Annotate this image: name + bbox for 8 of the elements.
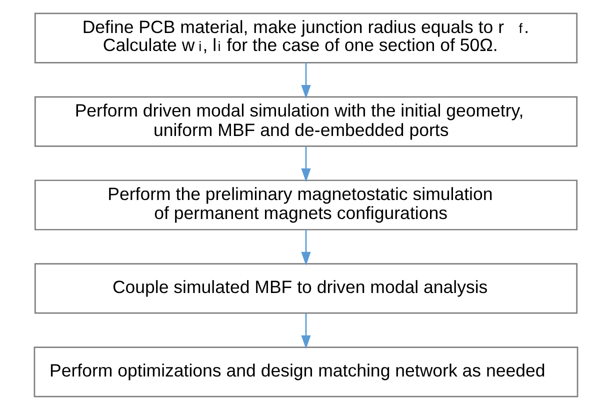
- node-box: Couple simulated MBF to driven modal analysis: [34, 263, 578, 314]
- arrow: [300, 62, 310, 99]
- node-box: Perform the preliminary magnetostatic simulation of permanent magnets configurations: [34, 180, 578, 230]
- arrow: [300, 230, 310, 266]
- arrow: [300, 146, 310, 182]
- node-box: Perform optimizations and design matching network as needed: [33, 346, 578, 398]
- arrow: [300, 313, 310, 350]
- node-box: Perform driven modal simulation with the initial geometry, uniform MBF and de-embedded ports: [34, 96, 578, 147]
